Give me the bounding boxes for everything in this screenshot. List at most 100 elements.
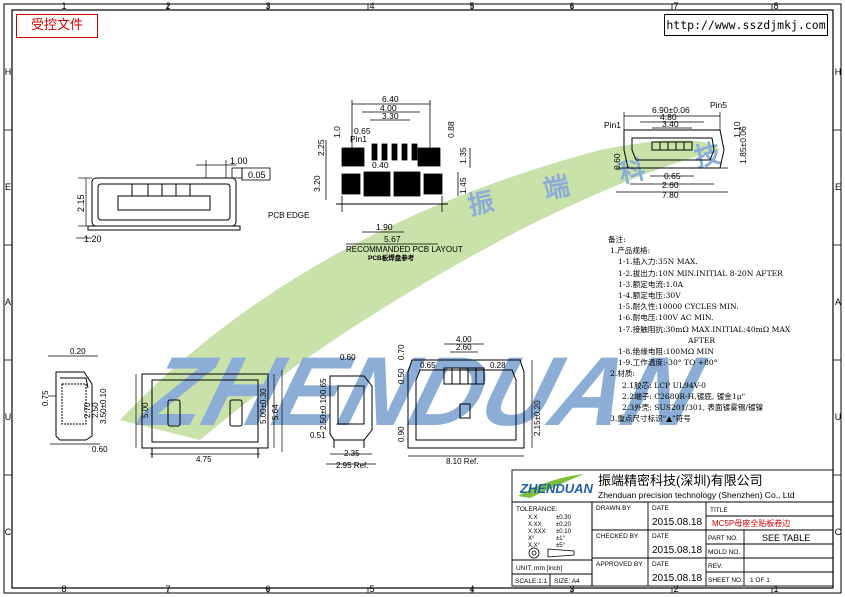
- dim-pad-145: 1.45: [458, 177, 468, 194]
- rside-labels: 0.60 0.65 2.50±0.10 0.51 2.35 2.95 Ref.: [310, 353, 368, 470]
- front-view: [76, 160, 271, 239]
- pcb-pad-pin2: [381, 143, 388, 161]
- tb-sheet-no-label: SHEET NO.: [708, 577, 743, 584]
- zone-top-1: 1: [61, 1, 66, 11]
- zone-right-e: E: [835, 182, 841, 192]
- dim-bot-564: 5.64: [271, 404, 280, 420]
- notes-line-6: 1-6.耐电压:100V AC MIN.: [618, 313, 714, 323]
- notes-line-9: 1-8.绝缘电阻:100MΩ MIN: [618, 347, 714, 357]
- front-shell: [91, 177, 237, 227]
- dim-front-flat: 0.05: [248, 170, 266, 180]
- zone-top-4: 4: [369, 1, 374, 11]
- notes-line-11: 2.材质:: [610, 369, 635, 379]
- tb-tolerance-label: TOLERANCE:: [516, 506, 558, 513]
- bottom-slot-right: [229, 399, 243, 427]
- dim-e-215: 2.15±0.20: [533, 400, 542, 436]
- dim-top-060: 0.60: [612, 153, 622, 170]
- end-tongue: [443, 367, 485, 385]
- notes-block: 备注: 1.产品规格: 1-1.插入力:35N MAX. 1-2.拔出力:10N…: [608, 234, 818, 424]
- pcb-pad-pin5: [411, 143, 418, 161]
- tb-date-label-1: DATE: [652, 505, 670, 512]
- side-section: [48, 355, 100, 445]
- dim-side-350: 3.50±0.10: [99, 388, 108, 424]
- notes-line-5: 1-5.耐久性:10000 CYCLES MIN.: [618, 302, 739, 312]
- rside-insulator: [337, 385, 365, 425]
- outer-frame: [3, 3, 842, 594]
- dim-pad-320: 3.20: [312, 175, 322, 192]
- dim-side-060: 0.60: [92, 445, 108, 454]
- dim-pad-190: 1.90: [376, 222, 393, 232]
- zone-right-h: H: [835, 67, 842, 77]
- label-top-pin1: Pin1: [604, 120, 621, 130]
- dim-r-051: 0.51: [310, 431, 326, 440]
- zone-top-5: 5: [469, 1, 474, 11]
- side-labels: 0.20 0.75 2.70 2.50 3.50±0.10 0.60: [41, 347, 108, 454]
- notes-line-4: 1-4.额定电压:30V: [618, 291, 681, 301]
- label-top-pin5: Pin5: [710, 100, 727, 110]
- zone-bottom-7: 7: [165, 584, 170, 594]
- tb-logo: ZHENDUAN: [518, 474, 594, 498]
- pcb-labels: 6.40 4.00 3.30 0.65 Pin1 0.40 1.0 2.25 0…: [312, 94, 468, 262]
- top-labels: 6.90±0.06 4.80 3.40 Pin5 Pin1 1.10 0.60 …: [604, 100, 748, 200]
- zone-bottom-1: 1: [773, 584, 778, 594]
- bottom-labels: 5.00 5.00±0.30 5.64 4.75: [141, 388, 280, 464]
- zone-top-2: 2: [165, 1, 170, 11]
- tb-date-3: 2015.08.18: [652, 573, 702, 584]
- flatness-symbol-box: [231, 167, 243, 179]
- dim-pad-225: 2.25: [316, 139, 326, 156]
- end-view: [407, 343, 533, 457]
- zone-bottom-3: 3: [569, 584, 574, 594]
- watermark-swoosh: [120, 140, 720, 440]
- tb-part-no: SEE TABLE: [762, 533, 810, 543]
- zone-ticks: [4, 4, 841, 593]
- dim-r-060: 0.60: [340, 353, 356, 362]
- dim-r-235: 2.35: [344, 449, 360, 458]
- pcb-pad-left-top: [341, 147, 365, 167]
- tb-date-label-3: DATE: [652, 561, 670, 568]
- dim-pad-100: 1.0: [332, 126, 342, 138]
- dim-pad-330: 3.30: [382, 111, 399, 121]
- zone-left-h: H: [5, 67, 12, 77]
- dim-r-250: 2.50±0.10: [319, 394, 328, 430]
- tb-part-no-label: PART NO.: [708, 535, 738, 542]
- pcb-layout: [325, 100, 471, 245]
- dim-front-top: 1.00: [230, 156, 248, 166]
- tb-scale: SCALE:1:1: [515, 578, 548, 585]
- front-tongue: [117, 195, 211, 211]
- company-url[interactable]: http://www.sszdjmkj.com: [664, 14, 828, 36]
- bottom-shell-inner: [151, 379, 259, 443]
- dim-bot-500: 5.00: [141, 402, 150, 418]
- tb-logo-swoosh: [518, 474, 584, 498]
- rside-body: [329, 375, 373, 441]
- dim-e-090: 0.90: [397, 426, 406, 442]
- dim-side-020: 0.20: [70, 347, 86, 356]
- title-block: [511, 469, 834, 587]
- pcb-pad-left-mid: [341, 173, 361, 195]
- tb-text: 振端精密科技(深圳)有限公司 Zhenduan precision techno…: [515, 473, 810, 585]
- label-layout-title: RECOMMANDED PCB LAYOUT: [346, 245, 463, 254]
- dim-pad-065: 0.65: [354, 126, 371, 136]
- zone-top-8: 8: [773, 1, 778, 11]
- top-view: [616, 112, 728, 193]
- zone-top-3: 3: [265, 1, 270, 11]
- tb-tol-1-k: X.XX: [528, 522, 542, 528]
- dim-side-270: 2.70: [83, 402, 92, 418]
- end-shell: [407, 359, 525, 449]
- front-labels: 1.00 0.05 2.15 1.20 PCB EDGE: [76, 156, 309, 244]
- dim-top-340: 3.40: [662, 119, 679, 129]
- zone-left-e: E: [5, 182, 11, 192]
- watermark-text: ZHENDUAN: [129, 337, 715, 447]
- tb-tol-0-k: X.X: [528, 515, 538, 521]
- dim-e-810: 8.10 Ref.: [446, 457, 478, 466]
- dim-e-070: 0.70: [397, 344, 406, 360]
- notes-line-10: 1-9.工作温度:-30° TO +80°: [618, 358, 718, 368]
- dim-r-065: 0.65: [319, 378, 328, 394]
- tb-checked-by: CHECKED BY: [596, 533, 639, 540]
- notes-line-13: 2.2端子: C2680R-H,镀底, 镀金1μ": [622, 391, 746, 401]
- tb-date-2: 2015.08.18: [652, 545, 702, 556]
- side-body: [55, 371, 93, 441]
- label-pcb-edge: PCB EDGE: [268, 211, 309, 220]
- zone-left-u: U: [5, 412, 12, 422]
- tb-tol-0-v: ±0.30: [556, 515, 572, 521]
